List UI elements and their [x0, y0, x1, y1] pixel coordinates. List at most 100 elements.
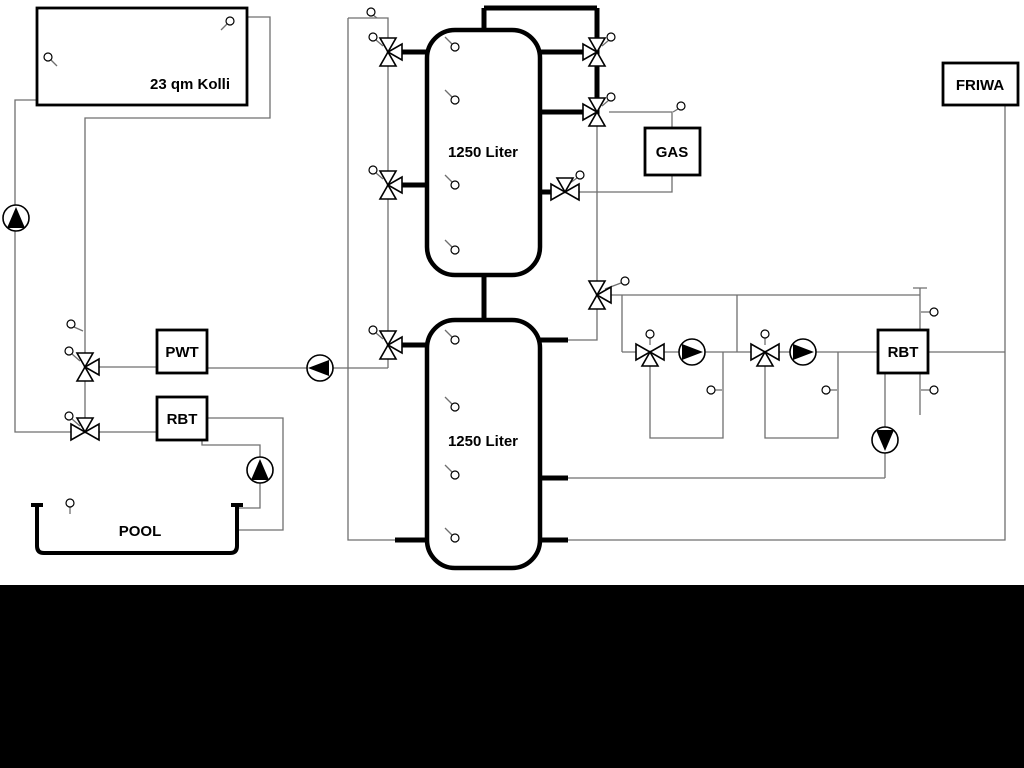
tank1-label: 1250 Liter [448, 144, 518, 161]
sensor-icon-shape [450, 95, 460, 105]
sensor-icon [220, 16, 235, 31]
pwt-label: PWT [165, 344, 198, 361]
valve-tank1-mid-right-shape [582, 102, 599, 122]
pump-solar-shape [7, 207, 25, 228]
valve-tank1-lower-left-shape [378, 183, 398, 200]
sensor-icon-shape [444, 174, 453, 183]
valve-solar-pwt [64, 346, 100, 382]
sensor-icon-shape [65, 498, 75, 508]
pump-friwa-return [871, 426, 899, 454]
gas-box-shape [643, 126, 702, 177]
sensor-icon-shape [444, 527, 453, 536]
valve-tank1-bottom-right-shape [550, 182, 567, 202]
sensor-icon [444, 89, 460, 105]
sensor-icon [706, 385, 722, 395]
sensor-icon [444, 36, 460, 52]
pool-label: POOL [119, 523, 162, 540]
sensor-icon [43, 52, 58, 67]
valve-solar-pwt-shape [64, 346, 74, 356]
valve-mixing-1-shape [635, 342, 652, 362]
sensor-icon [921, 385, 939, 395]
pump-heating-2 [789, 338, 817, 366]
pump-pool [246, 456, 274, 484]
sensor-icon [921, 307, 939, 317]
sensor-icon-shape [444, 329, 453, 338]
valve-tank1-bottom-right [550, 170, 585, 202]
valve-tank1-upper-left-shape [375, 39, 384, 47]
pwt-box: PWT [155, 328, 209, 375]
rbt-right-box: RBT [876, 328, 930, 375]
sensor-icon-shape [225, 16, 235, 26]
valve-tank2-left-shape [368, 325, 378, 335]
buffer-tank-1: 1250 Liter [424, 27, 543, 278]
valve-solar-pwt-shape [83, 357, 100, 377]
valve-solar-pwt-shape [71, 353, 81, 362]
sensor-icon-shape [706, 385, 716, 395]
sensor-icon-shape [929, 385, 939, 395]
tank2-label: 1250 Liter [448, 433, 518, 450]
sensor-icon-shape [450, 42, 460, 52]
valve-tank1-lower-left-shape [375, 172, 384, 180]
sensor-icon-shape [450, 335, 460, 345]
sensor-icon-shape [444, 464, 453, 473]
sensor-icon [444, 396, 460, 412]
valve-tank1-bottom-right-shape [575, 170, 585, 180]
valve-tank1-upper-left-shape [368, 32, 378, 42]
rbt-left-box: RBT [155, 395, 209, 442]
pump-heating-1 [678, 338, 706, 366]
rbt-left-box-shape [155, 395, 209, 442]
pwt-box-shape [155, 328, 209, 375]
friwa-box: FRIWA [941, 61, 1020, 107]
sensor-icon-shape [450, 402, 460, 412]
sensor-icon-shape [444, 89, 453, 98]
valve-mixing-2-shape [755, 350, 775, 367]
valve-tank1-bottom-right-shape [555, 177, 575, 194]
sensor-icon [66, 319, 84, 332]
valve-tank1-top-right-shape [601, 39, 610, 47]
bottom-black-band [0, 585, 1024, 768]
valve-tank1-upper-left-shape [378, 50, 398, 67]
gas-label: GAS [656, 144, 689, 161]
rbt-left-label: RBT [167, 411, 198, 428]
valve-pool-rbt-shape [64, 411, 74, 421]
valve-mixing-2-shape [760, 329, 770, 339]
valve-pool-rbt [64, 411, 100, 442]
valve-mixing-2 [750, 329, 780, 367]
valve-mixing-1-shape [640, 350, 660, 367]
sensor-icon-shape [450, 180, 460, 190]
pump-solar [2, 204, 30, 232]
valve-tank1-mid-right-shape [587, 97, 607, 114]
pool-basin: POOL [31, 498, 243, 555]
sensor-icon-shape [66, 319, 76, 329]
valve-tank1-top-right-shape [587, 50, 607, 67]
tank1-body [424, 27, 543, 278]
valve-tank1-lower-left-shape [386, 175, 403, 195]
sensor-icon-shape [444, 396, 453, 405]
sensor-icon-shape [220, 23, 228, 31]
valve-tank1-top-right-shape [582, 42, 599, 62]
valve-tank1-top-right-shape [587, 37, 607, 54]
sensor-icon [444, 329, 460, 345]
pool-basin-shape [31, 503, 243, 555]
sensor-icon [672, 101, 686, 113]
sensor-icon-shape [43, 52, 53, 62]
buffer-tank-2: 1250 Liter [424, 317, 543, 571]
valve-mixing-1-shape [645, 329, 655, 339]
friwa-label: FRIWA [956, 77, 1004, 94]
valve-tank1-upper-left-shape [378, 37, 398, 54]
valve-tank1-lower-left [368, 165, 403, 200]
valve-tank1-lower-left-shape [378, 170, 398, 187]
valve-pool-rbt-shape [83, 422, 100, 442]
pump-charge [306, 354, 334, 382]
sensor-icon [65, 498, 75, 514]
sensor-icon [444, 239, 460, 255]
valve-solar-pwt-shape [75, 365, 95, 382]
valve-distribution [587, 276, 630, 310]
sensor-icon-shape [73, 326, 84, 332]
valve-tank1-lower-left-shape [368, 165, 378, 175]
valve-solar-pwt-shape [75, 352, 95, 369]
pump-friwa-return-shape [876, 430, 894, 451]
sensor-icon [366, 7, 378, 19]
sensor-icon [444, 174, 460, 190]
